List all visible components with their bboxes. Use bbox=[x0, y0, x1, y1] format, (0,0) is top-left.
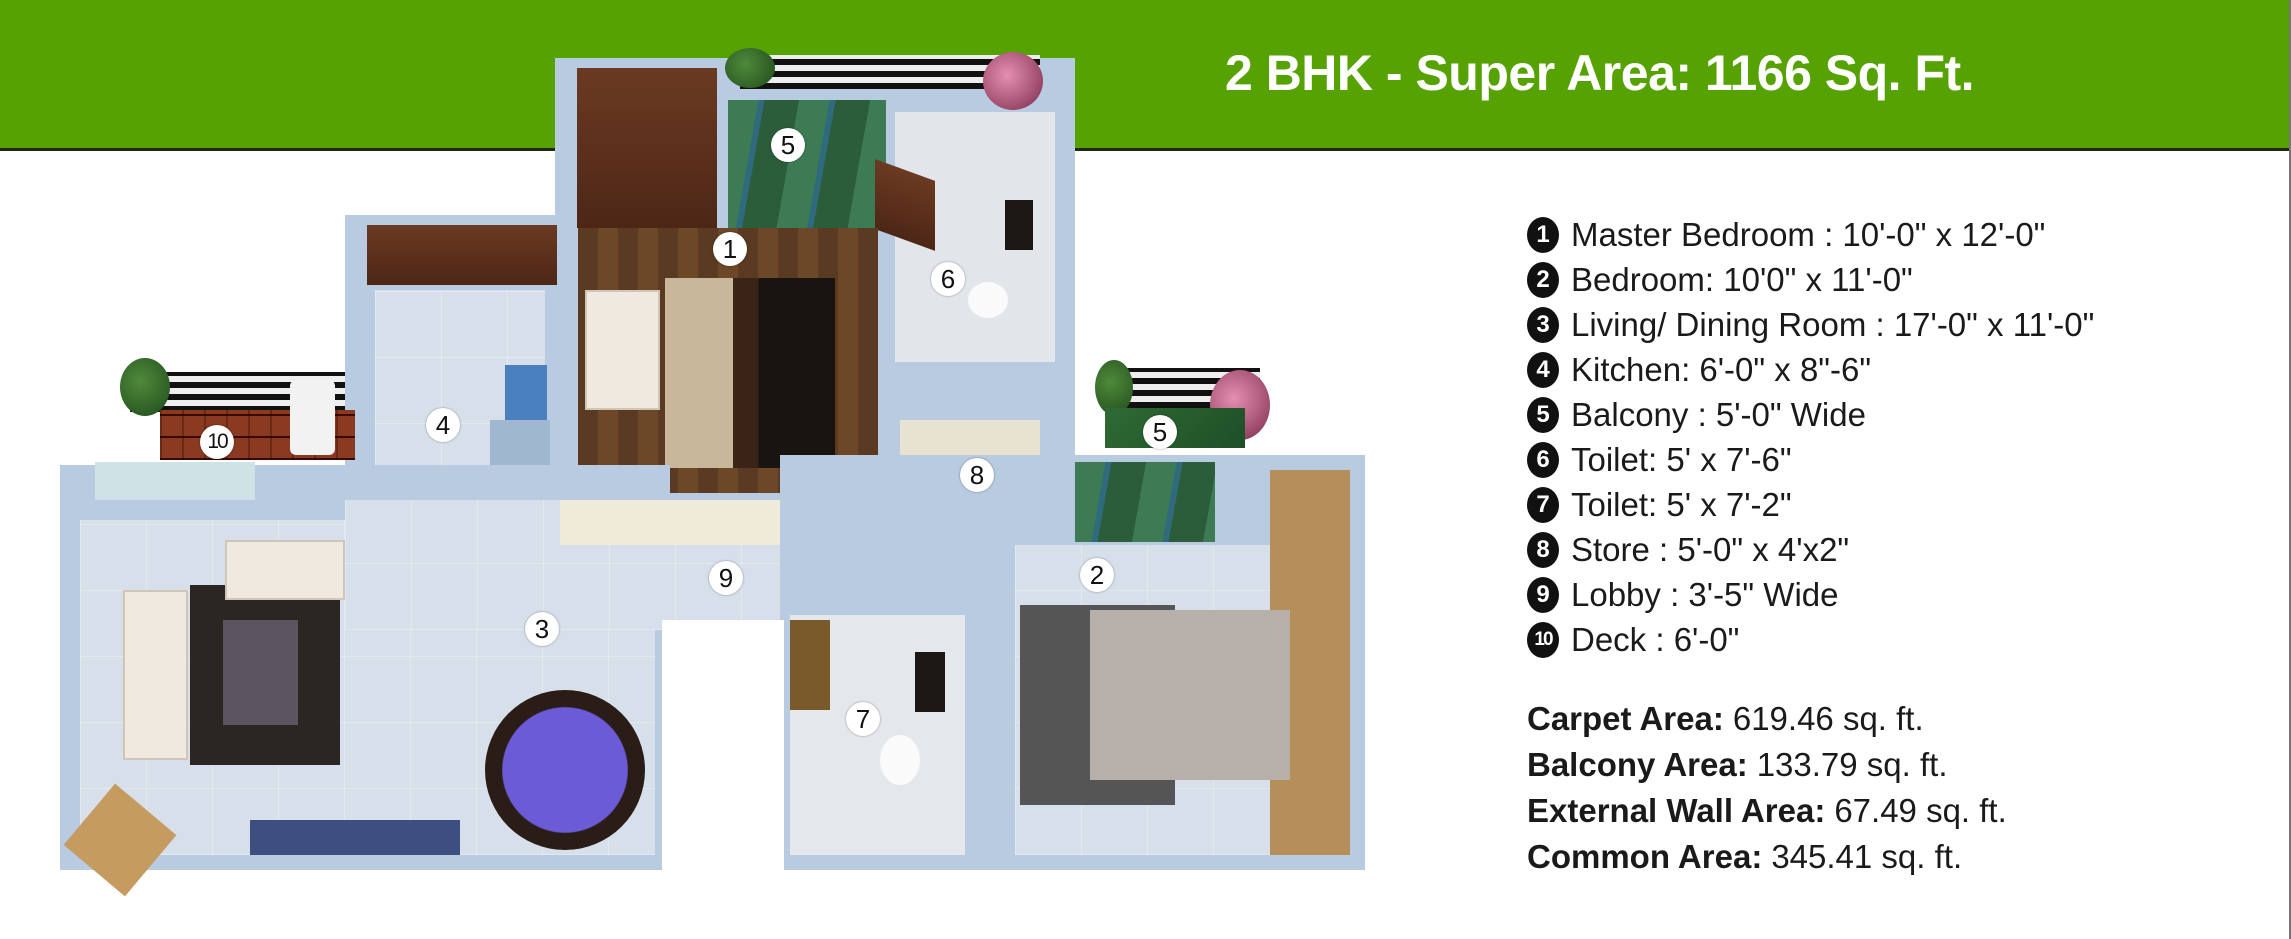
legend-text: Bedroom: 10'0" x 11'-0" bbox=[1571, 260, 1913, 298]
legend-item: 1 Master Bedroom : 10'-0" x 12'-0" bbox=[1527, 212, 2094, 257]
dining-table bbox=[485, 690, 645, 850]
toilet-7-basin-icon bbox=[915, 652, 945, 712]
legend-text: Deck : 6'-0" bbox=[1571, 620, 1740, 658]
deck-glass-door bbox=[95, 462, 255, 500]
legend-text: Toilet: 5' x 7'-2" bbox=[1571, 485, 1792, 523]
number-badge: 5 bbox=[1527, 396, 1559, 433]
toilet-7-door bbox=[790, 620, 830, 710]
legend-item: 8 Store : 5'-0" x 4'x2" bbox=[1527, 527, 2094, 572]
bedroom-balcony-plant-icon bbox=[1095, 360, 1133, 415]
bedroom-bed bbox=[1090, 610, 1290, 780]
legend-text: Toilet: 5' x 7'-6" bbox=[1571, 440, 1792, 478]
legend-text: Living/ Dining Room : 17'-0" x 11'-0" bbox=[1571, 305, 2095, 343]
area-label: Balcony Area: bbox=[1527, 746, 1748, 783]
legend-item: 6 Toilet: 5' x 7'-6" bbox=[1527, 437, 2094, 482]
carpet-area-row: Carpet Area:619.46 sq. ft. bbox=[1527, 696, 2007, 742]
bedroom-balcony-glass-door bbox=[1075, 462, 1215, 542]
wardrobe bbox=[577, 68, 717, 228]
legend-item: 3 Living/ Dining Room : 17'-0" x 11'-0" bbox=[1527, 302, 2094, 347]
area-label: External Wall Area: bbox=[1527, 792, 1826, 829]
page-border bbox=[2289, 0, 2291, 939]
legend-item: 9 Lobby : 3'-5" Wide bbox=[1527, 572, 2094, 617]
coffee-table bbox=[223, 620, 298, 725]
master-bed bbox=[665, 278, 835, 468]
number-badge: 6 bbox=[1527, 441, 1559, 478]
room-marker-5-bedroom-balcony: 5 bbox=[1143, 415, 1177, 449]
room-legend: 1 Master Bedroom : 10'-0" x 12'-0" 2 Bedro… bbox=[1527, 212, 2094, 662]
legend-text: Lobby : 3'-5" Wide bbox=[1571, 575, 1839, 613]
room-marker-10: 10 bbox=[200, 425, 234, 459]
legend-text: Kitchen: 6'-0" x 8"-6" bbox=[1571, 350, 1872, 388]
room-marker-2: 2 bbox=[1080, 558, 1114, 592]
kitchen-cabinets bbox=[367, 225, 557, 285]
room-marker-3: 3 bbox=[525, 612, 559, 646]
area-value: 67.49 sq. ft. bbox=[1834, 792, 2007, 829]
number-badge: 1 bbox=[1527, 216, 1559, 253]
master-wall-bottom bbox=[560, 500, 800, 545]
toilet-7-wc-icon bbox=[880, 735, 920, 785]
balcony-area-row: Balcony Area:133.79 sq. ft. bbox=[1527, 742, 2007, 788]
legend-text: Store : 5'-0" x 4'x2" bbox=[1571, 530, 1850, 568]
area-value: 619.46 sq. ft. bbox=[1732, 700, 1924, 737]
flower-plant-icon bbox=[983, 52, 1043, 110]
number-badge: 8 bbox=[1527, 531, 1559, 568]
room-marker-9: 9 bbox=[709, 561, 743, 595]
area-label: Carpet Area: bbox=[1527, 700, 1724, 737]
number-badge: 4 bbox=[1527, 351, 1559, 388]
tv-unit bbox=[250, 820, 460, 855]
floor-plan-illustration: 1 2 3 4 5 5 6 7 8 9 10 bbox=[60, 48, 1365, 897]
legend-item: 7 Toilet: 5' x 7'-2" bbox=[1527, 482, 2094, 527]
room-marker-4: 4 bbox=[426, 408, 460, 442]
room-marker-8: 8 bbox=[960, 458, 994, 492]
legend-text: Balcony : 5'-0" Wide bbox=[1571, 395, 1866, 433]
number-badge: 2 bbox=[1527, 261, 1559, 298]
toilet-6-basin-icon bbox=[1005, 200, 1033, 250]
page-title: 2 BHK - Super Area: 1166 Sq. Ft. bbox=[1225, 45, 1975, 101]
legend-item: 2 Bedroom: 10'0" x 11'-0" bbox=[1527, 257, 2094, 302]
area-value: 345.41 sq. ft. bbox=[1771, 838, 1963, 875]
room-marker-1: 1 bbox=[713, 232, 747, 266]
master-bedside bbox=[585, 290, 660, 410]
number-badge: 7 bbox=[1527, 486, 1559, 523]
lobby-cutout bbox=[662, 620, 784, 870]
common-area-row: Common Area:345.41 sq. ft. bbox=[1527, 834, 2007, 880]
kitchen-counter bbox=[505, 365, 547, 420]
room-marker-6: 6 bbox=[931, 262, 965, 296]
room-marker-7: 7 bbox=[846, 702, 880, 736]
legend-item: 10 Deck : 6'-0" bbox=[1527, 617, 2094, 662]
plant-icon bbox=[725, 48, 775, 88]
washing-machine-icon bbox=[290, 380, 335, 455]
master-balcony-glass-door bbox=[728, 100, 886, 230]
area-value: 133.79 sq. ft. bbox=[1756, 746, 1948, 783]
external-wall-area-row: External Wall Area:67.49 sq. ft. bbox=[1527, 788, 2007, 834]
area-label: Common Area: bbox=[1527, 838, 1763, 875]
toilet-6-wc-icon bbox=[968, 282, 1008, 318]
room-marker-5-master-balcony: 5 bbox=[771, 128, 805, 162]
number-badge: 9 bbox=[1527, 576, 1559, 613]
area-summary: Carpet Area:619.46 sq. ft. Balcony Area:… bbox=[1527, 696, 2007, 880]
legend-item: 4 Kitchen: 6'-0" x 8"-6" bbox=[1527, 347, 2094, 392]
deck-plant-icon bbox=[120, 358, 170, 416]
legend-text: Master Bedroom : 10'-0" x 12'-0" bbox=[1571, 215, 2046, 253]
sofa-short bbox=[225, 540, 345, 600]
sofa-long bbox=[123, 590, 188, 760]
number-badge: 3 bbox=[1527, 306, 1559, 343]
number-badge: 10 bbox=[1527, 621, 1559, 658]
legend-item: 5 Balcony : 5'-0" Wide bbox=[1527, 392, 2094, 437]
header-banner: 2 BHK - Super Area: 1166 Sq. Ft. bbox=[0, 0, 2291, 151]
